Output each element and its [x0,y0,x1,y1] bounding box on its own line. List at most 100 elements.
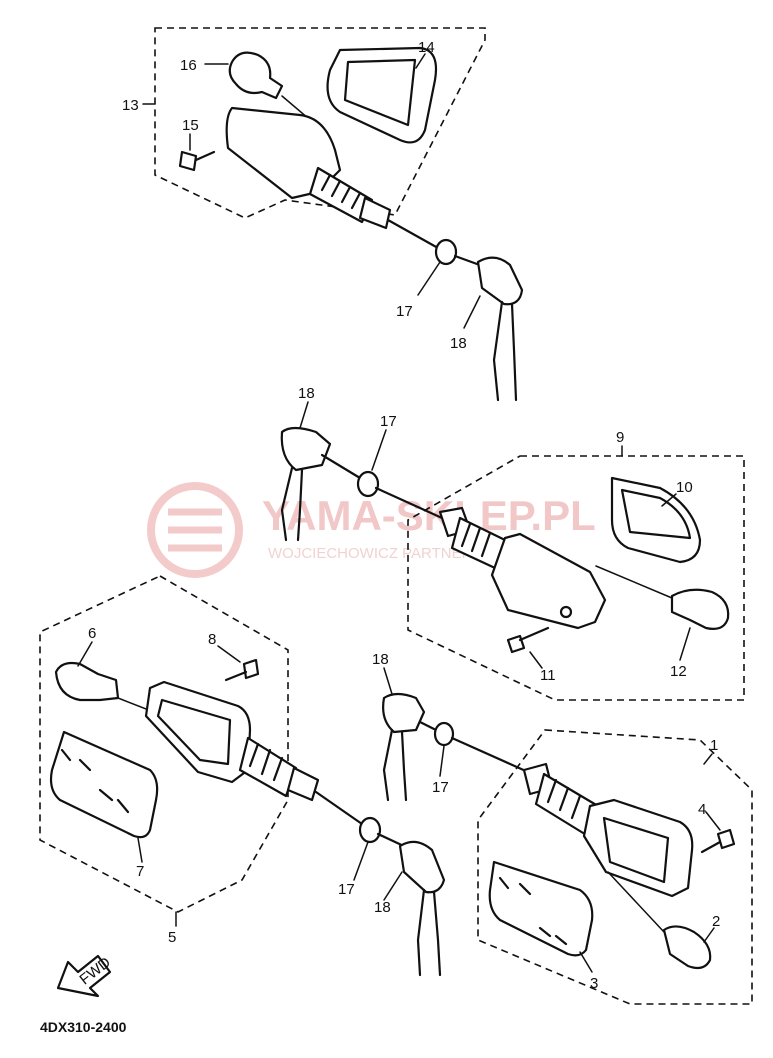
lens-3-facets [498,876,568,946]
part-16-bulb [228,51,284,100]
part-14-lens-inner [343,58,417,127]
callout-10: 10 [676,479,693,496]
connector-18c-leads [416,888,442,977]
watermark-logo-mark [168,508,222,552]
housing-5-inner [156,698,232,766]
part-2-bulb [662,925,712,970]
callout-17-b: 17 [380,413,397,430]
part-18-connector-b [280,426,332,472]
wire-1b [450,736,530,774]
leader-4 [705,811,721,831]
callout-2: 2 [712,913,720,930]
leader-11 [529,651,543,669]
part-7-lens [49,730,159,839]
part-18-connector-d [382,692,426,734]
part-11-thread [518,626,550,642]
fwd-arrow-shape [56,954,112,998]
leader-1 [703,753,713,765]
part-10-lens [610,476,702,564]
wire-5a [314,790,364,826]
stem-1-ribs [546,778,582,820]
callout-8: 8 [208,631,216,648]
connector-18a-leads [492,300,518,402]
callout-18-c: 18 [374,899,391,916]
part-17-grommet-c [358,816,382,844]
callouts: 13 14 15 16 17 18 18 17 9 10 11 12 6 8 7… [88,39,720,992]
assembly-5 [39,575,446,977]
callout-5: 5 [168,929,176,946]
stem-5-nut [286,766,320,802]
group-9-boundary [407,455,745,701]
callout-17-d: 17 [432,779,449,796]
wire-9a [320,453,362,480]
leader-7 [137,837,143,863]
stem-13-nut [358,196,392,230]
leader-6 [77,641,93,667]
part-4-screw [716,828,736,850]
group-1-boundary [477,729,753,1005]
leader-8 [217,645,241,663]
leader-12 [679,627,691,661]
leader-17a [417,261,441,296]
part-8-screw [242,658,260,680]
connector-18d-leads [382,728,408,802]
diagram-code: 4DX310-2400 [40,1019,127,1035]
part-5-housing [144,680,252,784]
leader-2 [703,927,715,943]
callout-3: 3 [590,975,598,992]
callout-13: 13 [122,97,139,114]
leader-18b [299,401,309,429]
stem-13-ribs [320,173,362,210]
part-17-grommet-d [433,721,455,747]
part-12-bulb [670,588,730,630]
watermark-main: YAMA-SKLEP.PL [262,492,596,539]
callout-6: 6 [88,625,96,642]
assembly-9 [280,401,745,701]
stem-5-ribs [248,742,284,782]
part-15-screw [178,150,198,172]
part-18-connector-c [398,840,446,894]
callout-1: 1 [710,737,718,754]
leader-3 [579,951,593,973]
leader-18a [463,295,481,329]
part-1-housing [582,798,694,898]
part-10-lens-inner [620,488,692,540]
bulb-12-axis [595,565,673,599]
housing-9-hole [559,605,573,619]
fwd-arrow: FWD [56,954,114,998]
part-8-thread [224,670,248,682]
part-3-lens [488,860,594,957]
callout-9: 9 [616,429,624,446]
leader-18d [383,667,393,695]
callout-11: 11 [540,667,556,684]
callout-7: 7 [136,863,144,880]
housing-1-inner [602,816,670,884]
lens-7-facets [60,748,130,814]
stem-9-ribs [460,522,492,558]
bulb-2-axis [607,871,665,933]
part-9-housing [490,532,607,630]
assembly-1 [382,667,753,1005]
callout-18-a: 18 [450,335,467,352]
part-6-bulb [54,661,120,702]
callout-17-c: 17 [338,881,355,898]
callout-18-b: 18 [298,385,315,402]
leader-18c [383,871,403,901]
leader-17b [371,429,387,471]
callout-12: 12 [670,663,687,680]
wire-9b [374,486,444,520]
callout-4: 4 [698,801,706,818]
callout-15: 15 [182,117,199,134]
group-5-boundary [39,575,289,913]
part-18-connector-a [476,256,524,306]
part-17-grommet-a [434,238,458,266]
leader-10 [661,493,677,507]
leader-17d [439,745,445,777]
part-15-thread [194,150,216,162]
wire-13 [386,218,440,250]
callout-18-d: 18 [372,651,389,668]
watermark-logo [147,482,243,578]
callout-16: 16 [180,57,197,74]
part-17-grommet-b [356,470,380,498]
